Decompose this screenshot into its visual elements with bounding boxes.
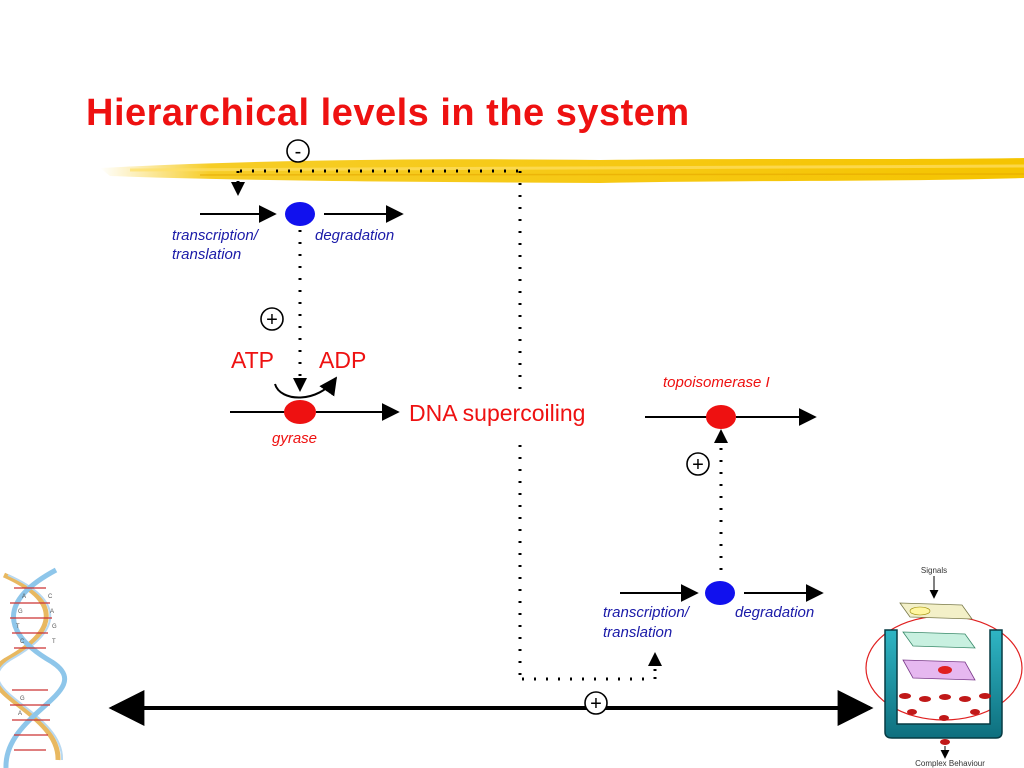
svg-text:C: C (20, 639, 25, 645)
top-gene-node (285, 202, 315, 226)
svg-text:A: A (18, 711, 22, 717)
svg-text:G: G (20, 696, 25, 702)
top-input-label-line2: translation (172, 246, 241, 263)
dna-helix-icon: A G T C A G T C G A (0, 567, 68, 768)
cell-container (884, 629, 1003, 739)
cell-system-figure: Signals Complex Behaviour (865, 566, 1023, 768)
topo-plus-text: + (692, 454, 704, 476)
topoisomerase-node (706, 405, 736, 429)
complex-behaviour-label: Complex Behaviour (915, 759, 985, 768)
bottom-gene-activation-arrowhead (648, 652, 662, 666)
minus-sign-icon: - (286, 139, 310, 163)
gyrase-plus-icon: + (260, 307, 284, 331)
dna-supercoiling-label: DNA supercoiling (409, 400, 585, 426)
top-output-label: degradation (315, 227, 394, 244)
svg-text:T: T (16, 624, 20, 630)
slide-title: Hierarchical levels in the system (86, 92, 690, 134)
topo-activation-arrowhead (714, 429, 728, 443)
bottom-output-label: degradation (735, 604, 814, 621)
network-layer (902, 631, 976, 649)
gyrase-plus-text: + (266, 309, 278, 331)
topo-plus-icon: + (686, 452, 710, 476)
bottom-input-label-line1: transcription/ (603, 604, 691, 621)
dna-base-letters: A G T C A G T C G A (16, 594, 57, 717)
atp-hydrolysis-arrow (274, 376, 338, 399)
global-plus-icon: + (584, 691, 608, 715)
svg-text:T: T (52, 639, 56, 645)
svg-text:A: A (50, 609, 54, 615)
adp-label: ADP (319, 347, 366, 373)
gyrase-activation-arrowhead (293, 378, 307, 392)
bottom-gene-node (705, 581, 735, 605)
top-input-label-line1: transcription/ (172, 227, 260, 244)
topoisomerase-label: topoisomerase I (663, 374, 770, 391)
highlighter-stroke (100, 158, 1024, 183)
signals-label: Signals (921, 566, 947, 575)
inhibition-arrowhead (231, 182, 245, 196)
atp-label: ATP (231, 347, 274, 373)
gyrase-label: gyrase (272, 430, 317, 447)
gyrase-node (284, 400, 316, 424)
protein-blobs (899, 693, 991, 745)
bottom-input-label-line2: translation (603, 624, 672, 641)
svg-text:G: G (52, 624, 57, 630)
global-plus-text: + (590, 693, 602, 715)
svg-text:G: G (18, 609, 23, 615)
svg-text:A: A (22, 594, 26, 600)
svg-text:C: C (48, 594, 53, 600)
minus-sign-text: - (295, 141, 302, 163)
